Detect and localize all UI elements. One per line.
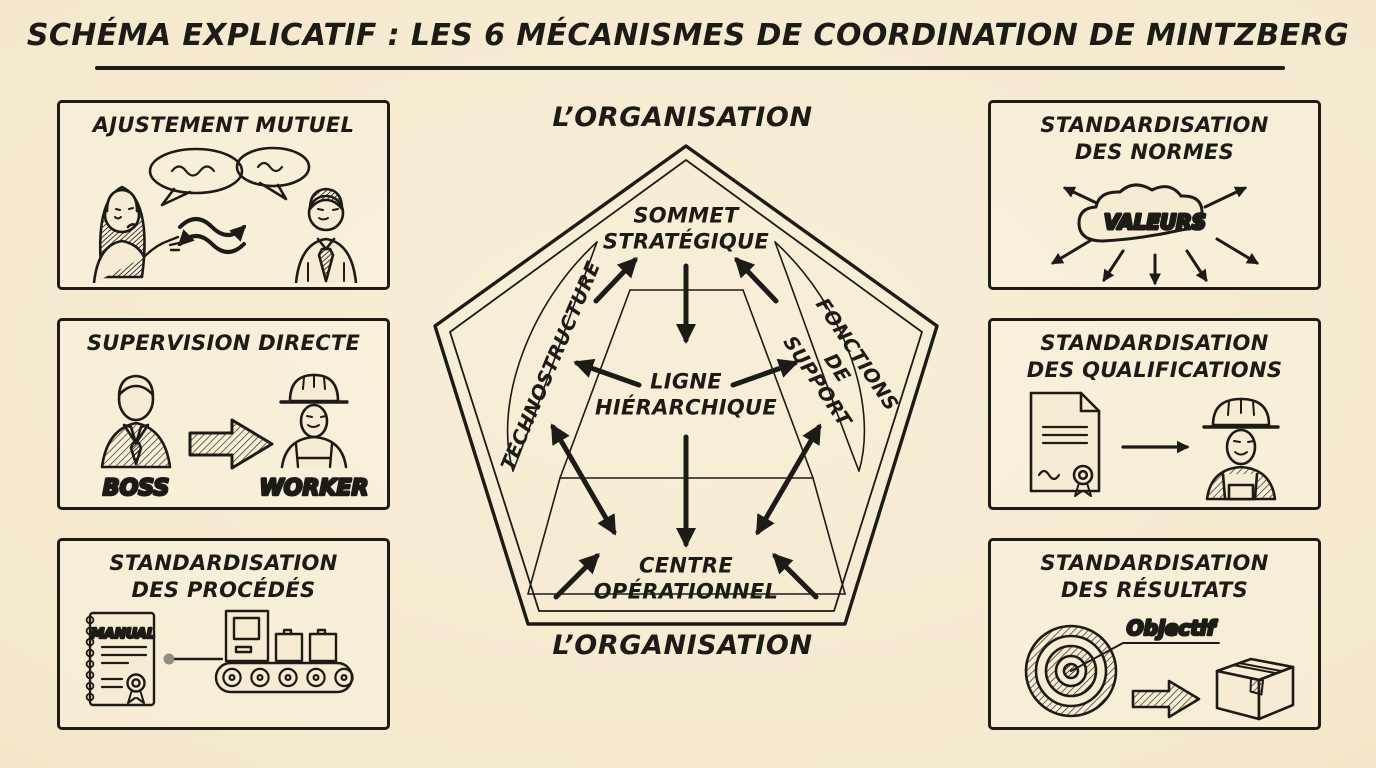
two-way-wavy-arrows-icon	[177, 217, 246, 255]
boss-figure-icon	[100, 374, 171, 469]
thick-right-arrow-icon	[188, 418, 273, 470]
card-standardisation-normes: STANDARDISATION DES NORMES VALEURS	[988, 100, 1321, 290]
pentagon-inner-outline	[449, 159, 923, 612]
results-standardisation-illustration: Objectif	[1024, 614, 1294, 720]
pentagon-structure-icon	[433, 144, 939, 626]
direct-supervision-illustration: BOSS WORKER	[100, 373, 369, 503]
page-title: SCHÉMA EXPLICATIF : LES 6 MÉCANISMES DE …	[26, 18, 1350, 53]
woman-figure-icon	[92, 185, 180, 284]
qualified-worker-icon	[1201, 397, 1280, 500]
arrow-bottom-right-to-centre	[772, 553, 819, 600]
worker-figure-icon	[278, 373, 349, 469]
arrow-ligne-to-technostructure	[573, 358, 642, 388]
thick-hatched-arrow-icon	[1131, 679, 1200, 718]
card-ajustement-mutuel: AJUSTEMENT MUTUEL	[57, 100, 390, 290]
double-arrow-right	[755, 423, 822, 536]
label-sommet-strategique: SOMMET STRATÉGIQUE	[602, 203, 770, 253]
conveyor-machine-icon	[214, 609, 354, 693]
label-centre-operationnel: CENTRE OPÉRATIONNEL	[593, 553, 779, 603]
worker-label: WORKER	[259, 476, 368, 501]
mutual-adjustment-illustration	[92, 146, 357, 284]
certificate-icon	[1029, 391, 1100, 497]
coordination-arrows	[550, 257, 822, 600]
process-standardisation-illustration: MANUAL	[85, 609, 354, 706]
man-figure-icon	[294, 187, 357, 284]
connector-dot-icon	[163, 653, 174, 665]
qualifications-standardisation-illustration	[1029, 391, 1280, 500]
card-standardisation-procedes: STANDARDISATION DES PROCÉDÉS	[57, 538, 390, 730]
card-supervision-directe: SUPERVISION DIRECTE BOSS WORKER	[57, 318, 390, 510]
radiating-arrows-icon	[1050, 186, 1259, 285]
target-icon	[1024, 624, 1220, 717]
norms-standardisation-illustration: VALEURS	[1050, 183, 1259, 285]
arrow-ligne-to-support	[730, 358, 799, 388]
pentagon-outer-outline	[433, 144, 939, 626]
values-label: VALEURS	[1103, 210, 1205, 234]
arrow-up-to-sommet-left	[593, 257, 638, 304]
card-title-standardisation-resultats: STANDARDISATION DES RÉSULTATS	[1040, 551, 1269, 603]
objective-label: Objectif	[1126, 616, 1217, 640]
values-cloud-icon	[1077, 183, 1204, 243]
boss-label: BOSS	[102, 476, 168, 501]
card-standardisation-qualifications: STANDARDISATION DES QUALIFICATIONS	[988, 318, 1321, 510]
card-title-standardisation-qualifications: STANDARDISATION DES QUALIFICATIONS	[1026, 331, 1283, 383]
card-title-supervision-directe: SUPERVISION DIRECTE	[86, 331, 361, 355]
double-arrow-left	[550, 423, 617, 536]
card-title-standardisation-procedes: STANDARDISATION DES PROCÉDÉS	[109, 551, 338, 603]
pentagon-diagram: SOMMET STRATÉGIQUE LIGNE HIÉRARCHIQUE CE…	[425, 138, 940, 633]
organisation-bottom-label: L’ORGANISATION	[552, 630, 813, 661]
speech-bubbles-icon	[148, 146, 310, 207]
title-underline	[95, 66, 1285, 70]
manual-label: MANUAL	[90, 626, 155, 642]
label-ligne-hierarchique: LIGNE HIÉRARCHIQUE	[595, 369, 777, 419]
arrow-bottom-left-to-centre	[553, 553, 600, 600]
arrow-up-to-sommet-right	[734, 257, 779, 304]
card-title-ajustement-mutuel: AJUSTEMENT MUTUEL	[92, 113, 355, 137]
card-title-standardisation-normes: STANDARDISATION DES NORMES	[1040, 113, 1269, 165]
manual-notebook-icon	[85, 611, 155, 706]
organisation-top-label: L’ORGANISATION	[552, 102, 813, 133]
card-standardisation-resultats: STANDARDISATION DES RÉSULTATS Objectif	[988, 538, 1321, 730]
cardboard-box-icon	[1215, 657, 1294, 720]
